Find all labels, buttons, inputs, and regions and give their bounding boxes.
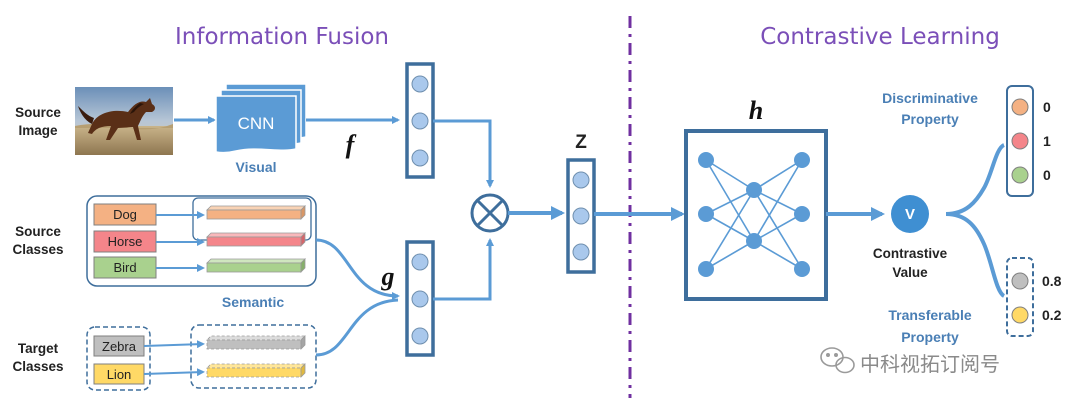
- z-symbol: Z: [575, 132, 587, 153]
- disc-node-2: [1011, 166, 1029, 184]
- contrastive-value-label: Contrastive: [873, 246, 948, 261]
- v-node: [891, 195, 929, 233]
- disc-value-1: 1: [1043, 133, 1051, 149]
- source-image-label-2: Image: [18, 123, 58, 138]
- horse-embedding-bar: [206, 232, 306, 247]
- class-label-bird: Bird: [113, 260, 136, 275]
- disc-node-1: [1011, 132, 1029, 150]
- arrow-target-semantic-to-g: [315, 298, 399, 357]
- trans-node-0: [1011, 272, 1029, 290]
- arrow-g-to-fusion: [433, 238, 494, 301]
- f-symbol: f: [346, 130, 357, 159]
- brace-lower: [945, 212, 1006, 298]
- disc-value-2: 0: [1043, 167, 1051, 183]
- class-label-zebra: Zebra: [102, 339, 137, 354]
- bird-embedding-bar: [206, 258, 306, 273]
- arrow-source-semantic-to-g: [315, 238, 400, 300]
- cnn-block: [215, 83, 307, 154]
- discriminative-property-label: Discriminative: [882, 90, 978, 106]
- semantic-label: Semantic: [222, 294, 284, 310]
- class-label-horse: Horse: [108, 234, 143, 249]
- transferable-property-label-2: Property: [901, 329, 959, 345]
- transferable-vector: [1006, 257, 1034, 337]
- trans-value-0: 0.8: [1042, 273, 1062, 289]
- arrow-zebra: [143, 340, 205, 349]
- discriminative-property-label-2: Property: [901, 111, 959, 127]
- g-vector: [405, 240, 435, 357]
- fusion-operator-icon: [470, 193, 510, 233]
- visual-label: Visual: [236, 159, 277, 175]
- cnn-label: CNN: [238, 114, 275, 133]
- target-semantic-group: [190, 324, 317, 389]
- zebra-embedding-bar: [206, 335, 306, 350]
- dog-embedding-bar: [206, 205, 306, 220]
- class-label-lion: Lion: [107, 367, 132, 382]
- v-symbol: V: [905, 206, 915, 223]
- wechat-logo-icon: [820, 347, 855, 374]
- disc-value-0: 0: [1043, 99, 1051, 115]
- trans-value-1: 0.2: [1042, 307, 1062, 323]
- brace-upper: [945, 143, 1006, 216]
- section-title-contrastive-learning: Contrastive Learning: [760, 24, 1000, 50]
- h-symbol: h: [749, 96, 763, 125]
- lion-embedding-bar: [206, 363, 306, 378]
- f-vector: [405, 62, 435, 179]
- source-image-label: Source: [15, 105, 61, 120]
- disc-node-0: [1011, 98, 1029, 116]
- section-title-information-fusion: Information Fusion: [175, 24, 389, 50]
- source-classes-label-2: Classes: [12, 242, 63, 257]
- h-network-edges: [705, 159, 803, 270]
- h-network-nodes: [698, 152, 810, 277]
- target-classes-group: [86, 326, 151, 391]
- z-vector: [566, 158, 596, 274]
- arrow-lion: [143, 368, 205, 377]
- target-classes-label: Target: [18, 341, 59, 356]
- contrastive-value-label-2: Value: [892, 265, 928, 280]
- transferable-property-label: Transferable: [888, 307, 971, 323]
- target-classes-label-2: Classes: [12, 359, 63, 374]
- source-classes-label: Source: [15, 224, 61, 239]
- trans-node-1: [1011, 306, 1029, 324]
- source-image-horse: [75, 87, 173, 155]
- g-symbol: g: [381, 262, 395, 291]
- watermark-text: 中科视拓订阅号: [860, 352, 1000, 376]
- arrow-f-to-fusion: [433, 119, 494, 188]
- class-label-dog: Dog: [113, 207, 137, 222]
